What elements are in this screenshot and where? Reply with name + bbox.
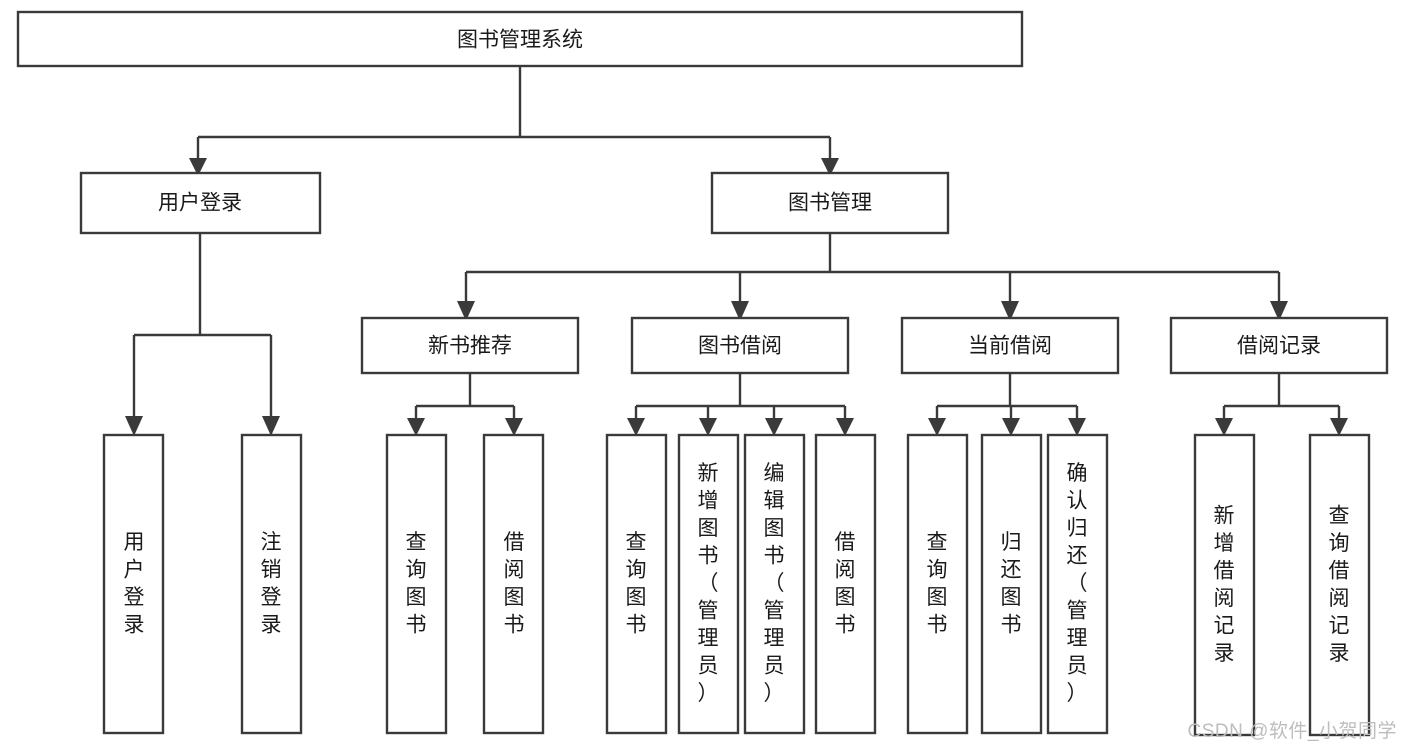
node-leaf-add-book-admin[interactable]: 新增图书（管理员） [677, 433, 740, 735]
node-leaf-add-book-admin-box[interactable] [677, 433, 740, 735]
link-book-management-bus [464, 233, 1281, 305]
node-leaf-query-book-current-box[interactable] [906, 433, 969, 735]
node-current-borrow-box[interactable] [900, 316, 1120, 375]
arrow-to-leaf-add-borrow-record [1215, 418, 1233, 436]
node-book-borrow-label: 图书借阅 [698, 335, 782, 358]
node-leaf-edit-book-admin[interactable]: 编辑图书（管理员） [743, 433, 806, 735]
node-leaf-confirm-return-admin-box[interactable] [1046, 433, 1109, 735]
node-leaf-query-borrow-record-label: 查询借阅记录 [1329, 504, 1350, 665]
arrow-to-current-borrow [1001, 301, 1019, 321]
node-leaf-user-login-box[interactable] [102, 433, 165, 735]
node-leaf-borrow-book-label: 借阅图书 [835, 531, 856, 637]
node-new-book-recommend[interactable]: 新书推荐 [360, 316, 580, 375]
link-current-borrow-bus [935, 373, 1079, 422]
arrow-to-leaf-add-book-admin [699, 418, 717, 436]
node-leaf-query-book-current[interactable]: 查询图书 [906, 433, 969, 735]
node-root-label: 图书管理系统 [457, 29, 583, 52]
node-user-login[interactable]: 用户登录 [79, 171, 322, 235]
arrow-to-leaf-query-book-recommend [407, 418, 425, 436]
node-leaf-query-book-recommend[interactable]: 查询图书 [385, 433, 448, 735]
arrow-to-book-borrow [731, 301, 749, 321]
node-user-login-label: 用户登录 [158, 192, 242, 215]
node-leaf-confirm-return-admin-label: 确认归还（管理员） [1067, 462, 1088, 705]
node-leaf-user-login[interactable]: 用户登录 [102, 433, 165, 735]
node-new-book-recommend-box[interactable] [360, 316, 580, 375]
arrow-to-user-login [189, 158, 207, 176]
arrow-to-leaf-user-login [125, 416, 143, 436]
node-book-management-label: 图书管理 [788, 192, 872, 215]
node-leaf-query-book-borrow-box[interactable] [605, 433, 668, 735]
node-borrow-record-box[interactable] [1169, 316, 1389, 375]
node-leaf-query-borrow-record[interactable]: 查询借阅记录 [1308, 433, 1371, 737]
node-leaf-logout-login-label: 注销登录 [261, 531, 282, 637]
node-leaf-query-book-current-label: 查询图书 [927, 531, 948, 637]
arrow-to-leaf-edit-book-admin [765, 418, 783, 436]
node-borrow-record[interactable]: 借阅记录 [1169, 316, 1389, 375]
node-current-borrow-label: 当前借阅 [968, 335, 1052, 358]
arrow-to-leaf-query-book-borrow [627, 418, 645, 436]
link-book-borrow-bus [634, 373, 847, 422]
connectors [125, 66, 1348, 436]
node-leaf-return-book[interactable]: 归还图书 [980, 433, 1043, 735]
node-leaf-user-login-label: 用户登录 [124, 531, 145, 637]
arrow-to-leaf-query-book-current [928, 418, 946, 436]
node-book-borrow-box[interactable] [630, 316, 850, 375]
watermark-text: CSDN @软件_小贺同学 [1187, 721, 1397, 742]
node-leaf-return-book-box[interactable] [980, 433, 1043, 735]
node-leaf-query-book-borrow-label: 查询图书 [626, 531, 647, 637]
arrow-to-leaf-query-borrow-record [1330, 418, 1348, 436]
node-leaf-query-book-recommend-box[interactable] [385, 433, 448, 735]
node-leaf-query-book-recommend-label: 查询图书 [406, 531, 427, 637]
node-leaf-logout-login-box[interactable] [240, 433, 303, 735]
node-borrow-record-label: 借阅记录 [1237, 335, 1321, 358]
node-leaf-borrow-book[interactable]: 借阅图书 [814, 433, 877, 735]
node-new-book-recommend-label: 新书推荐 [428, 335, 512, 358]
link-new-book-recommend-bus [414, 373, 516, 422]
node-book-management[interactable]: 图书管理 [710, 171, 950, 235]
arrow-to-borrow-record [1270, 301, 1288, 321]
node-leaf-edit-book-admin-box[interactable] [743, 433, 806, 735]
node-leaf-borrow-book-recommend-box[interactable] [482, 433, 545, 735]
arrow-to-new-book-recommend [457, 301, 475, 321]
arrow-to-leaf-confirm-return-admin [1068, 418, 1086, 436]
node-leaf-borrow-book-recommend-label: 借阅图书 [504, 531, 525, 637]
link-borrow-record-bus [1222, 373, 1341, 422]
node-book-borrow[interactable]: 图书借阅 [630, 316, 850, 375]
node-leaf-borrow-book-box[interactable] [814, 433, 877, 735]
node-leaf-add-borrow-record-box[interactable] [1193, 433, 1256, 737]
arrow-to-book-management [821, 158, 839, 176]
arrow-to-leaf-return-book [1002, 418, 1020, 436]
node-leaf-add-borrow-record[interactable]: 新增借阅记录 [1193, 433, 1256, 737]
node-leaf-add-book-admin-label: 新增图书（管理员） [698, 462, 719, 705]
link-root-to-level2-bus [196, 66, 832, 162]
node-leaf-logout-login[interactable]: 注销登录 [240, 433, 303, 735]
node-root[interactable]: 图书管理系统 [16, 10, 1024, 68]
node-leaf-query-borrow-record-box[interactable] [1308, 433, 1371, 737]
arrow-to-leaf-logout-login [262, 416, 280, 436]
node-leaf-add-borrow-record-label: 新增借阅记录 [1214, 504, 1235, 665]
node-leaf-confirm-return-admin[interactable]: 确认归还（管理员） [1046, 433, 1109, 735]
node-current-borrow[interactable]: 当前借阅 [900, 316, 1120, 375]
node-leaf-return-book-label: 归还图书 [1001, 531, 1022, 637]
node-root-box[interactable] [16, 10, 1024, 68]
node-leaf-borrow-book-recommend[interactable]: 借阅图书 [482, 433, 545, 735]
node-leaf-edit-book-admin-label: 编辑图书（管理员） [764, 462, 785, 705]
arrow-to-leaf-borrow-book [836, 418, 854, 436]
link-user-login-bus [132, 233, 273, 420]
node-user-login-box[interactable] [79, 171, 322, 235]
node-leaf-query-book-borrow[interactable]: 查询图书 [605, 433, 668, 735]
node-book-management-box[interactable] [710, 171, 950, 235]
arrow-to-leaf-borrow-book-recommend [505, 418, 523, 436]
